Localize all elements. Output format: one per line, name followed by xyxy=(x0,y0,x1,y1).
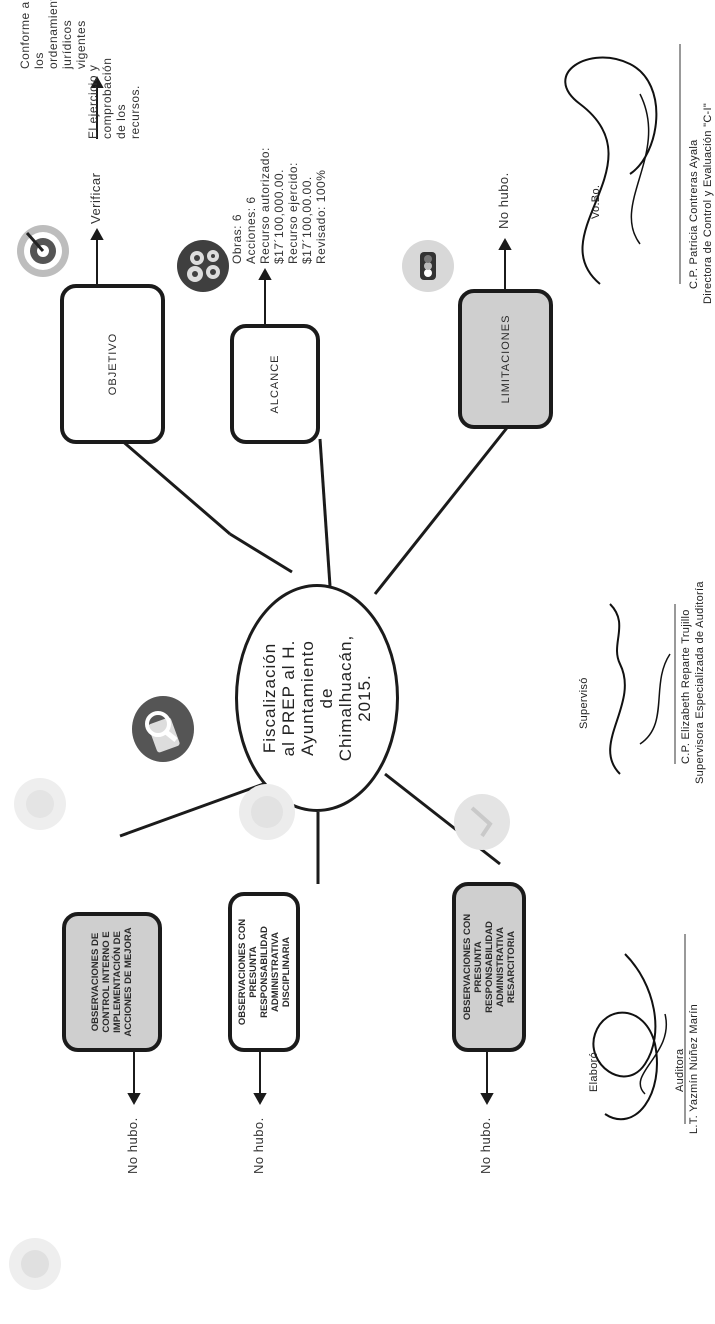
alcance-line-4: $17´100,000.00. xyxy=(272,169,286,264)
conforme-line-2: ordenamientos xyxy=(46,0,60,69)
conforme-line-3: jurídicos vigentes xyxy=(60,19,88,69)
control-result: No hubo. xyxy=(125,1117,140,1174)
resarcitoria-line-5: RESARCITORIA xyxy=(505,930,517,1004)
vobo-role: Directora de Control y Evaluación "C-I" xyxy=(702,102,714,304)
center-line-6: 2015. xyxy=(355,674,374,722)
alcance-detail: Obras: 6 Acciones: 6 Recurso autorizado:… xyxy=(230,147,328,264)
disciplinaria-line-4: ADMINISTRATIVA xyxy=(269,932,281,1012)
disciplinaria-line-1: OBSERVACIONES CON xyxy=(236,918,248,1026)
resarcitoria-line-4: ADMINISTRATIVA xyxy=(494,927,506,1007)
alcance-box: ALCANCE xyxy=(230,324,320,444)
disciplinaria-result: No hubo. xyxy=(251,1117,266,1174)
elaboro-name: L.T. Yazmín Núñez Marín xyxy=(688,1004,700,1134)
alcance-line-5: Recurso ejercido: xyxy=(286,162,300,264)
feedback-icon xyxy=(14,778,66,830)
alcance-line-6: $17´100,00.00. xyxy=(300,176,314,264)
objetivo-purpose: El ejercicio y comprobación de los recur… xyxy=(86,58,142,139)
signature-elaboro-scribble xyxy=(592,934,686,1124)
resarcitoria-box: OBSERVACIONES CON PRESUNTA RESPONSABILID… xyxy=(452,882,526,1052)
connector-objetivo xyxy=(229,532,293,574)
target-icon xyxy=(17,225,69,277)
center-line-2: al PREP al H. xyxy=(279,639,298,757)
disciplinaria-line-5: DISCIPLINARIA xyxy=(280,936,292,1008)
purpose-line-2: comprobación xyxy=(100,57,114,139)
resarcitoria-line-1: OBSERVACIONES CON xyxy=(461,913,473,1021)
purpose-line-4: recursos. xyxy=(128,85,142,139)
alcance-line-2: Acciones: 6 xyxy=(244,196,258,264)
center-line-5: Chimalhuacán, xyxy=(336,634,355,762)
vobo-name: C.P. Patricia Contreras Ayala xyxy=(688,139,700,289)
money-magnifier-icon xyxy=(132,696,194,762)
purpose-line-3: de los xyxy=(114,103,128,139)
alcance-line-7: Revisado: 100% xyxy=(314,169,328,264)
center-line-1: Fiscalización xyxy=(260,642,279,754)
objetivo-conforme: Conforme a los ordenamientos jurídicos v… xyxy=(18,0,88,69)
disciplinaria-box: OBSERVACIONES CON PRESUNTA RESPONSABILID… xyxy=(228,892,300,1052)
verificar-label: Verificar xyxy=(88,172,103,224)
connector-alcance xyxy=(318,438,332,587)
control-line-3: IMPLEMENTACIÓN DE xyxy=(112,931,123,1033)
control-line-4: ACCIONES DE MEJORA xyxy=(123,927,134,1037)
limitaciones-label: LIMITACIONES xyxy=(499,314,512,404)
resarcitoria-result: No hubo. xyxy=(478,1117,493,1174)
conforme-line-1: Conforme a los xyxy=(18,1,46,69)
signature-superviso-scribble xyxy=(609,603,676,775)
feedback-icon xyxy=(9,1238,61,1290)
feedback-icon xyxy=(454,794,510,850)
resarcitoria-line-2: PRESUNTA xyxy=(472,941,484,993)
connector-limitaciones xyxy=(373,423,512,595)
disciplinaria-line-2: PRESUNTA xyxy=(247,946,259,998)
center-topic: Fiscalización al PREP al H. Ayuntamiento… xyxy=(235,584,399,812)
control-line-1: OBSERVACIONES DE xyxy=(90,932,101,1032)
superviso-title: Supervisó xyxy=(578,677,590,729)
vobo-title: Vo.Bo. xyxy=(590,184,602,219)
signature-vobo-scribble xyxy=(564,44,681,285)
resarcitoria-line-3: RESPONSABILIDAD xyxy=(483,921,495,1013)
superviso-name: C.P. Elizabeth Reparte Trujillo xyxy=(680,609,692,764)
alcance-line-3: Recurso autorizado: xyxy=(258,147,272,264)
superviso-role: Supervisora Especializada de Auditoría xyxy=(694,581,706,784)
feedback-icon xyxy=(239,784,295,840)
elaboro-role: Auditora xyxy=(674,1048,686,1092)
alcance-label: ALCANCE xyxy=(269,354,281,414)
traffic-light-icon xyxy=(402,240,454,292)
gears-icon xyxy=(177,240,229,292)
elaboro-title: Elaboró xyxy=(588,1051,600,1092)
objetivo-label: OBJETIVO xyxy=(106,332,119,396)
center-line-3: Ayuntamiento xyxy=(298,640,317,756)
disciplinaria-line-3: RESPONSABILIDAD xyxy=(258,926,270,1018)
purpose-line-1: El ejercicio y xyxy=(86,64,100,139)
alcance-line-1: Obras: 6 xyxy=(230,213,244,264)
control-line-2: CONTROL INTERNO E xyxy=(101,931,112,1033)
limitaciones-result: No hubo. xyxy=(496,172,511,229)
objetivo-box: OBJETIVO xyxy=(60,284,165,444)
center-line-4: de xyxy=(317,687,336,709)
control-interno-box: OBSERVACIONES DE CONTROL INTERNO E IMPLE… xyxy=(62,912,162,1052)
